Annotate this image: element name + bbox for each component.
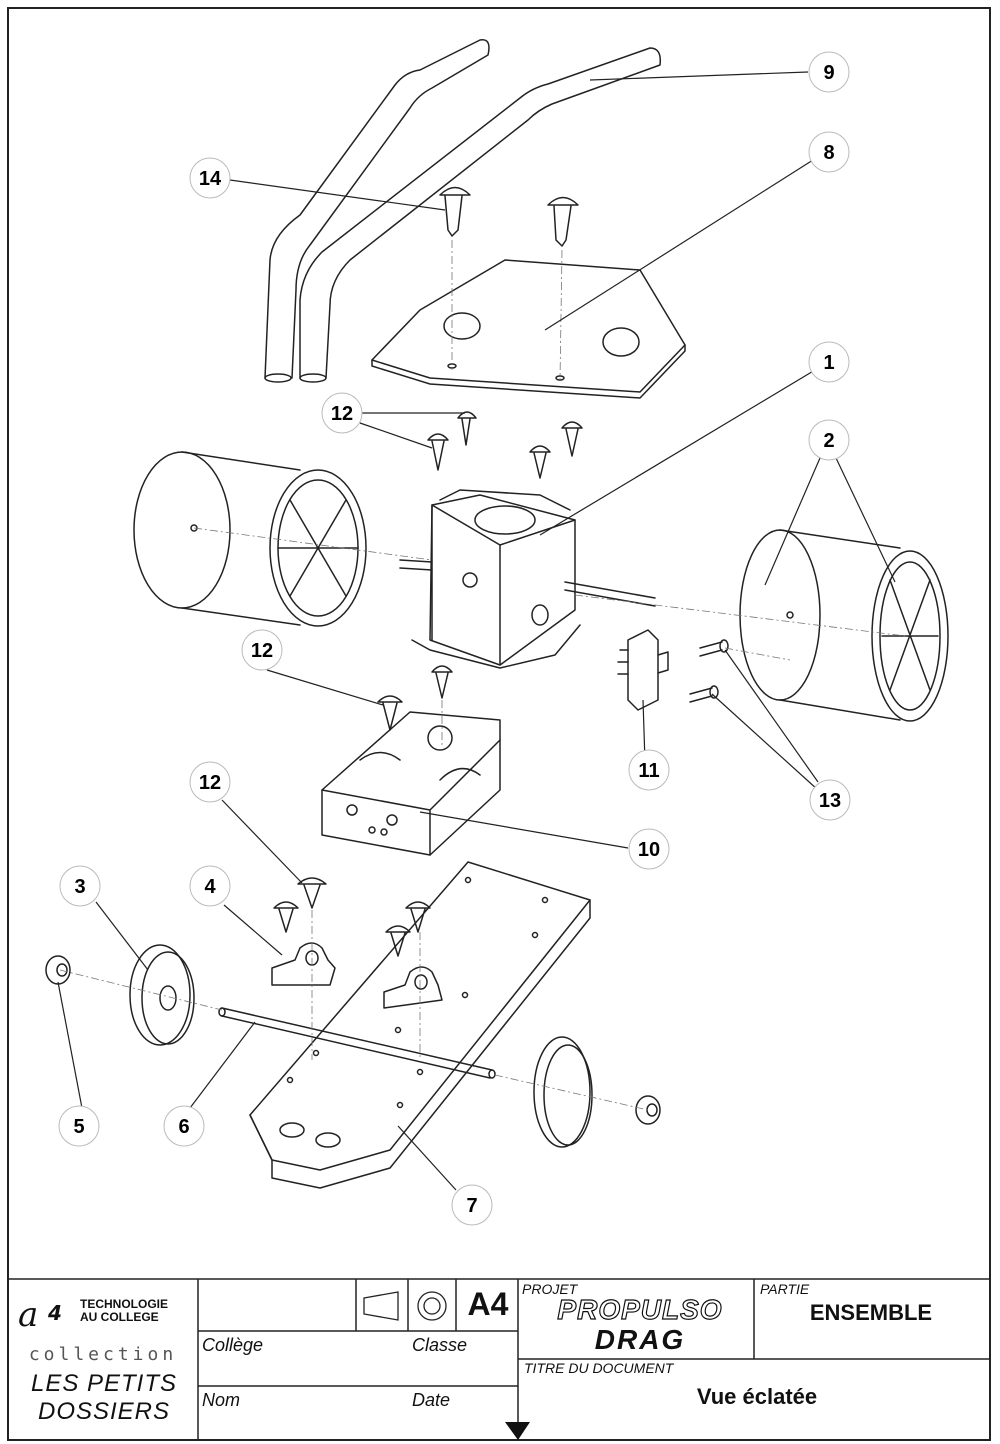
handle-tubes: [264, 39, 662, 383]
left-wheel: [133, 451, 367, 627]
arrow-down-icon: [505, 1422, 530, 1440]
nom-label: Nom: [202, 1390, 241, 1410]
bolts: [689, 639, 729, 703]
brand-line2: AU COLLEGE: [80, 1310, 159, 1324]
callout-2: 2: [823, 430, 834, 452]
callout-4: 4: [204, 876, 216, 898]
rear-wheel-left: [129, 944, 195, 1046]
brand-line1: TECHNOLOGIE: [80, 1297, 169, 1311]
projet-label: PROJET: [522, 1281, 578, 1297]
callout-7: 7: [466, 1195, 477, 1217]
chassis: [249, 861, 591, 1189]
callout-9: 9: [823, 62, 834, 84]
leader-lines: [57, 71, 896, 1191]
callout-8: 8: [823, 142, 834, 164]
spacers: [45, 955, 661, 1125]
titre-label: TITRE DU DOCUMENT: [524, 1360, 674, 1376]
screws-mid: [377, 665, 453, 731]
rivets: [439, 186, 579, 247]
svg-text:4: 4: [47, 1301, 62, 1325]
motor-housing: [399, 489, 656, 669]
rear-wheel-right: [533, 1036, 593, 1148]
callout-12-mid: 12: [251, 640, 273, 662]
centerlines: [59, 240, 906, 1111]
screws-top: [427, 411, 583, 479]
top-plate: [371, 259, 686, 399]
right-wheel: [739, 529, 949, 722]
screws-bottom: [273, 877, 431, 957]
title-block-grid: [8, 1278, 990, 1441]
callout-12-bottom: 12: [199, 772, 221, 794]
callout-3: 3: [74, 876, 85, 898]
callout-13: 13: [819, 790, 841, 812]
rear-axle: [218, 1007, 496, 1079]
classe-label: Classe: [412, 1335, 468, 1355]
axle-brackets: [271, 942, 443, 1009]
svg-text:a: a: [18, 1295, 38, 1335]
callouts: 9 8 14 1 12 2 12 11 13 10 12 3 4 5 6 7: [58, 51, 851, 1226]
titre-value: Vue éclatée: [696, 1384, 818, 1409]
callout-1: 1: [823, 352, 834, 374]
projet-subname: DRAG: [594, 1324, 686, 1355]
series-line2: DOSSIERS: [37, 1398, 171, 1425]
callout-6: 6: [178, 1116, 189, 1138]
callout-5: 5: [73, 1116, 84, 1138]
switch: [617, 629, 669, 711]
sheet-frame: [7, 7, 991, 1441]
partie-value: ENSEMBLE: [809, 1300, 933, 1325]
a4-logo: a 4: [18, 1295, 62, 1335]
series-name: LES PETITS DOSSIERS: [16, 1370, 192, 1426]
projet-name: PROPULSO: [557, 1293, 723, 1325]
callout-10: 10: [638, 839, 660, 861]
collection-label: collection: [28, 1344, 178, 1365]
college-label: Collège: [202, 1335, 264, 1355]
partie-label: PARTIE: [760, 1281, 810, 1297]
date-label: Date: [412, 1390, 451, 1410]
callout-11: 11: [638, 760, 659, 782]
callout-12-top: 12: [331, 403, 353, 425]
series-line1: LES PETITS: [30, 1370, 178, 1397]
callout-14: 14: [199, 168, 222, 190]
projection-symbol-icon: [363, 1291, 447, 1321]
brand-text: TECHNOLOGIE AU COLLEGE: [80, 1298, 168, 1324]
format-label: A4: [467, 1286, 509, 1322]
battery-holder: [321, 711, 501, 856]
